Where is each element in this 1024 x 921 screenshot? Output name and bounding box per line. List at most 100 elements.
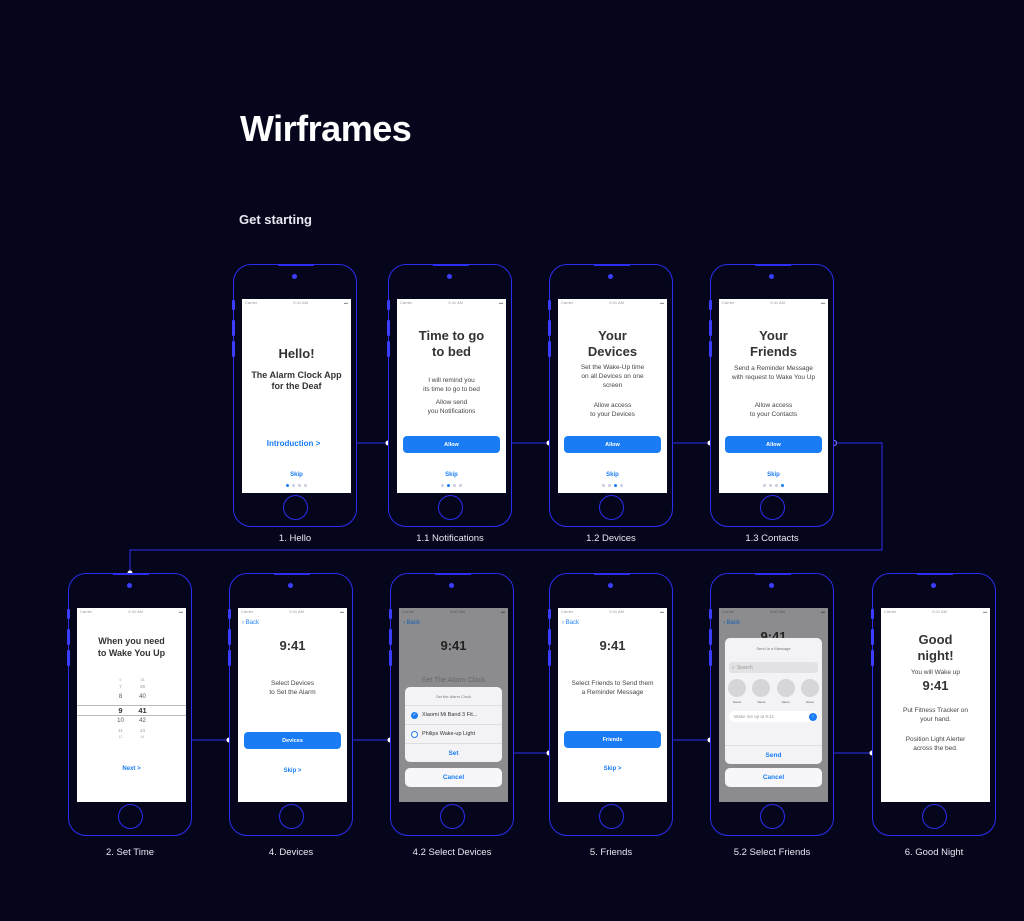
- speaker-icon: [608, 274, 613, 279]
- text-line: Allow access: [593, 402, 632, 409]
- back-button[interactable]: ‹ Back: [242, 620, 259, 626]
- allow-button[interactable]: Allow: [403, 436, 500, 453]
- status-time: 9:41 AM: [609, 300, 624, 305]
- status-time: 9:41 AM: [770, 609, 785, 614]
- text-line: to your Contacts: [749, 411, 798, 418]
- contact-item[interactable]: Name: [728, 679, 747, 704]
- contact-list: Name Name Name Name: [725, 679, 822, 704]
- contact-name: Name: [757, 700, 766, 704]
- radio-icon[interactable]: [411, 730, 418, 738]
- device-option[interactable]: Philips Wake-up Light: [405, 724, 502, 743]
- status-time: 9:41 AM: [609, 609, 624, 614]
- contact-item[interactable]: Name: [776, 679, 795, 704]
- next-link[interactable]: Next >: [122, 766, 141, 772]
- text-line: with request to Wake You Up: [731, 374, 816, 381]
- introduction-link[interactable]: Introduction >: [266, 439, 321, 448]
- skip-link[interactable]: Skip: [445, 472, 458, 478]
- text-line: across the bed.: [913, 745, 958, 752]
- title-line-1: Good: [918, 632, 953, 647]
- allow-button[interactable]: Allow: [725, 436, 822, 453]
- skip-link[interactable]: Skip: [290, 472, 303, 478]
- friends-button[interactable]: Friends: [564, 731, 661, 748]
- devices-button[interactable]: Devices: [244, 732, 341, 749]
- page-indicator: [397, 484, 506, 487]
- contact-item[interactable]: Name: [800, 679, 819, 704]
- back-button[interactable]: ‹ Back: [562, 620, 579, 626]
- label-friends: 5. Friends: [589, 847, 633, 858]
- set-button[interactable]: Set: [405, 743, 502, 762]
- search-input[interactable]: ⌕Search: [729, 662, 818, 673]
- device-option[interactable]: ✓Xiaomi Mi Band 3 Fit...: [405, 705, 502, 724]
- title-line-2: Devices: [587, 344, 638, 359]
- back-button[interactable]: ‹ Back: [723, 620, 740, 626]
- text-line: Set the Wake-Up time: [580, 364, 645, 371]
- cancel-button[interactable]: Cancel: [725, 768, 822, 787]
- label-select-devices: 4.2 Select Devices: [412, 847, 492, 858]
- title-line-2: to Wake You Up: [97, 648, 166, 658]
- carrier: Carrier: [722, 300, 735, 305]
- text-line: Send a Reminder Message: [734, 365, 813, 372]
- send-button[interactable]: Send: [725, 745, 822, 764]
- text-line: its time to go to bed: [423, 386, 480, 393]
- skip-link[interactable]: Skip >: [283, 768, 302, 774]
- label-hello: 1. Hello: [278, 533, 312, 544]
- title-line-1: Your: [759, 328, 788, 343]
- skip-link[interactable]: Skip: [767, 472, 780, 478]
- label-devices: 4. Devices: [268, 847, 314, 858]
- label-contacts: 1.3 Contacts: [745, 533, 799, 544]
- sheet-title: Set the Alarm Clock: [435, 693, 472, 699]
- action-sheet: Set the Alarm Clock ✓Xiaomi Mi Band 3 Fi…: [405, 687, 502, 762]
- text-line: Allow send: [435, 399, 468, 406]
- cancel-button[interactable]: Cancel: [405, 768, 502, 787]
- home-button: [283, 495, 308, 520]
- speaker-icon: [447, 274, 452, 279]
- send-arrow-icon[interactable]: ↑: [809, 712, 817, 721]
- hello-subtitle-2: for the Deaf: [271, 381, 322, 391]
- title-line-1: Your: [598, 328, 627, 343]
- title-line-1: When you need: [98, 636, 165, 646]
- back-button[interactable]: ‹ Back: [403, 620, 420, 626]
- message-sheet: Send in a Message ⌕Search Name Name Name…: [725, 638, 822, 764]
- home-button: [922, 804, 947, 829]
- back-label: Back: [565, 620, 580, 626]
- carrier: Carrier: [561, 609, 574, 614]
- message-input[interactable]: Wake me up at 9:41↑: [729, 711, 818, 722]
- wake-up-label: You will Wake up: [910, 669, 961, 676]
- search-placeholder: Search: [736, 664, 753, 671]
- carrier: Carrier: [245, 300, 258, 305]
- label-select-friends: 5.2 Select Friends: [733, 847, 811, 858]
- skip-link[interactable]: Skip: [606, 472, 619, 478]
- label-set-time: 2. Set Time: [105, 847, 155, 858]
- alarm-time: 9:41: [440, 638, 467, 653]
- sheet-title: Send in a Message: [756, 645, 791, 651]
- contact-item[interactable]: Name: [752, 679, 771, 704]
- home-button: [118, 804, 143, 829]
- label-good-night: 6. Good Night: [904, 847, 964, 858]
- carrier: Carrier: [884, 609, 897, 614]
- skip-link[interactable]: Skip >: [603, 766, 622, 772]
- alarm-time: 9:41: [599, 638, 626, 653]
- hello-title: Hello!: [278, 346, 315, 361]
- carrier: Carrier: [402, 609, 415, 614]
- checkmark-icon[interactable]: ✓: [411, 711, 418, 719]
- status-time: 9:41 AM: [128, 609, 143, 614]
- chevron-left-icon: ‹: [242, 620, 246, 626]
- allow-button[interactable]: Allow: [564, 436, 661, 453]
- contact-name: Name: [733, 700, 742, 704]
